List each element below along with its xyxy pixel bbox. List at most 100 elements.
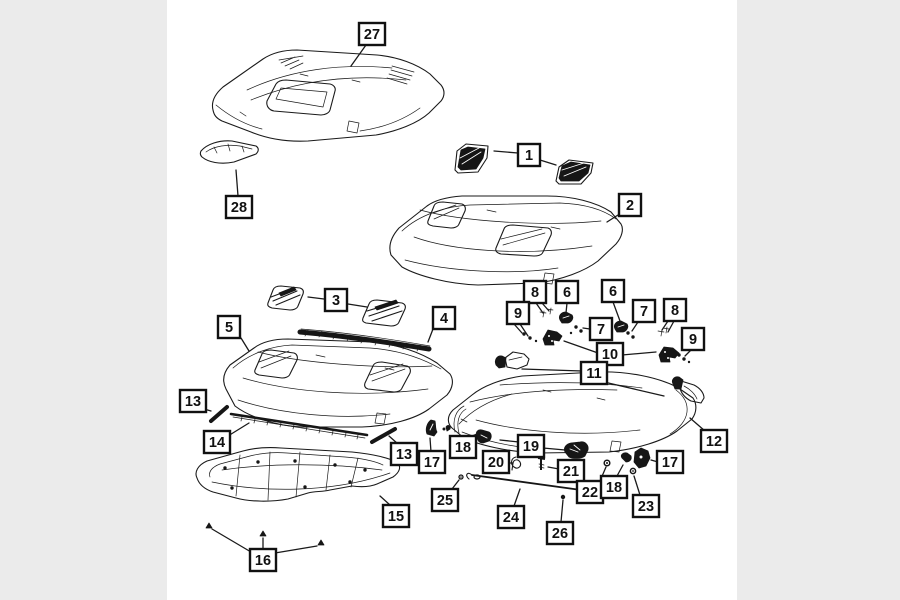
- callout-7a[interactable]: 7: [588, 316, 614, 342]
- callout-22[interactable]: 22: [575, 479, 605, 505]
- callout-box-9a[interactable]: [505, 300, 531, 326]
- callout-box-24[interactable]: [496, 504, 526, 530]
- callout-4[interactable]: 4: [431, 305, 457, 331]
- leader-lines: [203, 44, 706, 554]
- callout-box-18a[interactable]: [448, 434, 478, 460]
- callout-box-18b[interactable]: [599, 474, 629, 500]
- callout-8b[interactable]: 8: [662, 297, 688, 323]
- callout-box-9b[interactable]: [680, 326, 706, 352]
- callout-11[interactable]: 11: [579, 360, 609, 386]
- callout-21[interactable]: 21: [556, 458, 586, 484]
- callout-14[interactable]: 14: [202, 429, 232, 455]
- callout-box-7b[interactable]: [631, 298, 657, 324]
- callout-box-11[interactable]: [579, 360, 609, 386]
- callout-box-2[interactable]: [617, 192, 643, 218]
- callout-3[interactable]: 3: [323, 287, 349, 313]
- leader-line-28: [235, 169, 239, 197]
- callout-10[interactable]: 10: [595, 341, 625, 367]
- callout-box-4[interactable]: [431, 305, 457, 331]
- leader-line-19: [499, 439, 520, 443]
- callout-box-23[interactable]: [631, 493, 661, 519]
- callout-box-15[interactable]: [381, 503, 411, 529]
- callout-box-17a[interactable]: [417, 449, 447, 475]
- callout-box-25[interactable]: [430, 487, 460, 513]
- callout-box-17b[interactable]: [655, 449, 685, 475]
- callout-box-16[interactable]: [248, 547, 278, 573]
- callout-6a[interactable]: 6: [554, 279, 580, 305]
- nuts-9-right-illustration: [677, 353, 691, 364]
- clip-16-illustration: [205, 522, 325, 546]
- callout-7b[interactable]: 7: [631, 298, 657, 324]
- callout-box-26[interactable]: [545, 520, 575, 546]
- weatherstrip-14-illustration: [229, 412, 369, 440]
- callout-box-28[interactable]: [224, 194, 254, 220]
- callout-number-14: 14: [209, 435, 225, 451]
- callout-number-13b: 13: [396, 447, 412, 463]
- leader-line-26: [560, 499, 564, 523]
- callout-12[interactable]: 12: [699, 428, 729, 454]
- hood-seal-4-illustration: [297, 328, 432, 352]
- callout-5[interactable]: 5: [216, 314, 242, 340]
- callout-number-16: 16: [255, 553, 271, 569]
- callout-28[interactable]: 28: [224, 194, 254, 220]
- hood-panel-2-illustration: [389, 195, 623, 286]
- callout-18b[interactable]: 18: [599, 474, 629, 500]
- leader-line-8a: [535, 302, 544, 314]
- callout-number-5: 5: [225, 320, 233, 336]
- callout-9a[interactable]: 9: [505, 300, 531, 326]
- callout-25[interactable]: 25: [430, 487, 460, 513]
- callout-box-3[interactable]: [323, 287, 349, 313]
- callout-27[interactable]: 27: [357, 21, 387, 47]
- callout-number-15: 15: [388, 509, 404, 525]
- callout-26[interactable]: 26: [545, 520, 575, 546]
- callout-15[interactable]: 15: [381, 503, 411, 529]
- callout-box-20[interactable]: [481, 449, 511, 475]
- callout-box-27[interactable]: [357, 21, 387, 47]
- callout-number-18a: 18: [455, 440, 471, 456]
- callout-number-11: 11: [586, 366, 601, 382]
- callout-box-13b[interactable]: [389, 441, 419, 467]
- hood-silencer-15-illustration: [195, 447, 401, 502]
- leader-line-11: [521, 368, 583, 372]
- callout-number-8b: 8: [671, 303, 679, 319]
- callout-13a[interactable]: 13: [178, 388, 208, 414]
- callout-number-10: 10: [602, 347, 618, 363]
- callout-13b[interactable]: 13: [389, 441, 419, 467]
- callout-box-1[interactable]: [516, 142, 542, 168]
- callout-16[interactable]: 16: [248, 547, 278, 573]
- callout-17b[interactable]: 17: [655, 449, 685, 475]
- callout-number-20: 20: [488, 455, 504, 471]
- callout-box-19[interactable]: [516, 433, 546, 459]
- callout-box-8a[interactable]: [522, 279, 548, 305]
- callout-1[interactable]: 1: [516, 142, 542, 168]
- callout-18a[interactable]: 18: [448, 434, 478, 460]
- callout-box-13a[interactable]: [178, 388, 208, 414]
- callout-2[interactable]: 2: [617, 192, 643, 218]
- callout-6b[interactable]: 6: [600, 278, 626, 304]
- bump-stop-13-right-illustration: [370, 427, 397, 444]
- callout-box-8b[interactable]: [662, 297, 688, 323]
- hood-vent-1-left-illustration: [454, 143, 489, 174]
- callout-box-14[interactable]: [202, 429, 232, 455]
- callout-box-7a[interactable]: [588, 316, 614, 342]
- callout-number-18b: 18: [606, 480, 622, 496]
- callout-box-6b[interactable]: [600, 278, 626, 304]
- callout-20[interactable]: 20: [481, 449, 511, 475]
- callout-box-6a[interactable]: [554, 279, 580, 305]
- callout-19[interactable]: 19: [516, 433, 546, 459]
- callout-box-21[interactable]: [556, 458, 586, 484]
- callout-9b[interactable]: 9: [680, 326, 706, 352]
- callout-8a[interactable]: 8: [522, 279, 548, 305]
- leader-line-3: [307, 296, 325, 300]
- callout-number-9a: 9: [514, 306, 522, 322]
- callout-box-12[interactable]: [699, 428, 729, 454]
- callout-24[interactable]: 24: [496, 504, 526, 530]
- callout-box-5[interactable]: [216, 314, 242, 340]
- callout-number-17a: 17: [424, 455, 440, 471]
- callout-23[interactable]: 23: [631, 493, 661, 519]
- leader-line-8b: [661, 320, 669, 331]
- callout-box-10[interactable]: [595, 341, 625, 367]
- callout-17a[interactable]: 17: [417, 449, 447, 475]
